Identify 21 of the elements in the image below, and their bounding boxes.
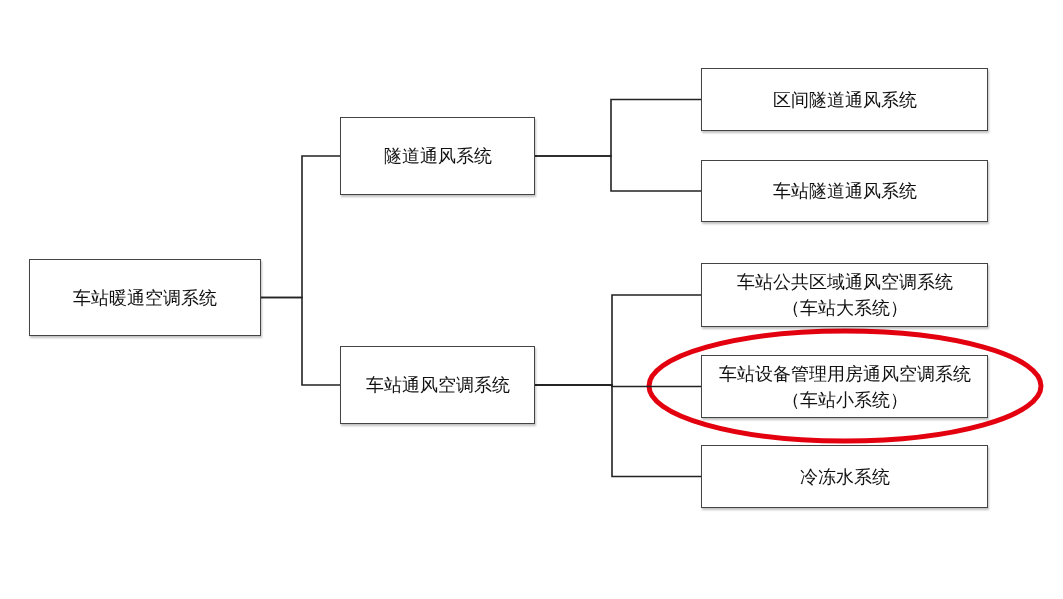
system-name: 车站暖通空调系统	[73, 286, 217, 310]
system-box	[701, 263, 988, 327]
system-name: （车站大系统）	[781, 297, 908, 320]
system-box	[340, 346, 535, 424]
system-box	[29, 259, 261, 336]
system-name: （车站小系统）	[781, 388, 908, 412]
system-box	[340, 117, 535, 195]
system-name: 冷冻水系统	[799, 465, 890, 489]
connector-line	[260, 296, 341, 386]
system-name: 车站公共区域通风空调系统	[736, 271, 953, 294]
system-name: 车站设备管理用房通风空调系统	[718, 362, 971, 386]
system-box	[701, 445, 988, 508]
system-box	[701, 160, 988, 222]
connector-line	[534, 384, 702, 478]
connector-line	[534, 155, 702, 192]
system-name: 车站通风空调系统	[365, 374, 510, 397]
system-box	[701, 68, 988, 131]
system-name: 隧道通风系统	[383, 145, 492, 168]
system-name: 车站隧道通风系统	[772, 180, 917, 203]
system-name: 区间隧道通风系统	[772, 88, 917, 112]
system-box	[701, 355, 988, 418]
